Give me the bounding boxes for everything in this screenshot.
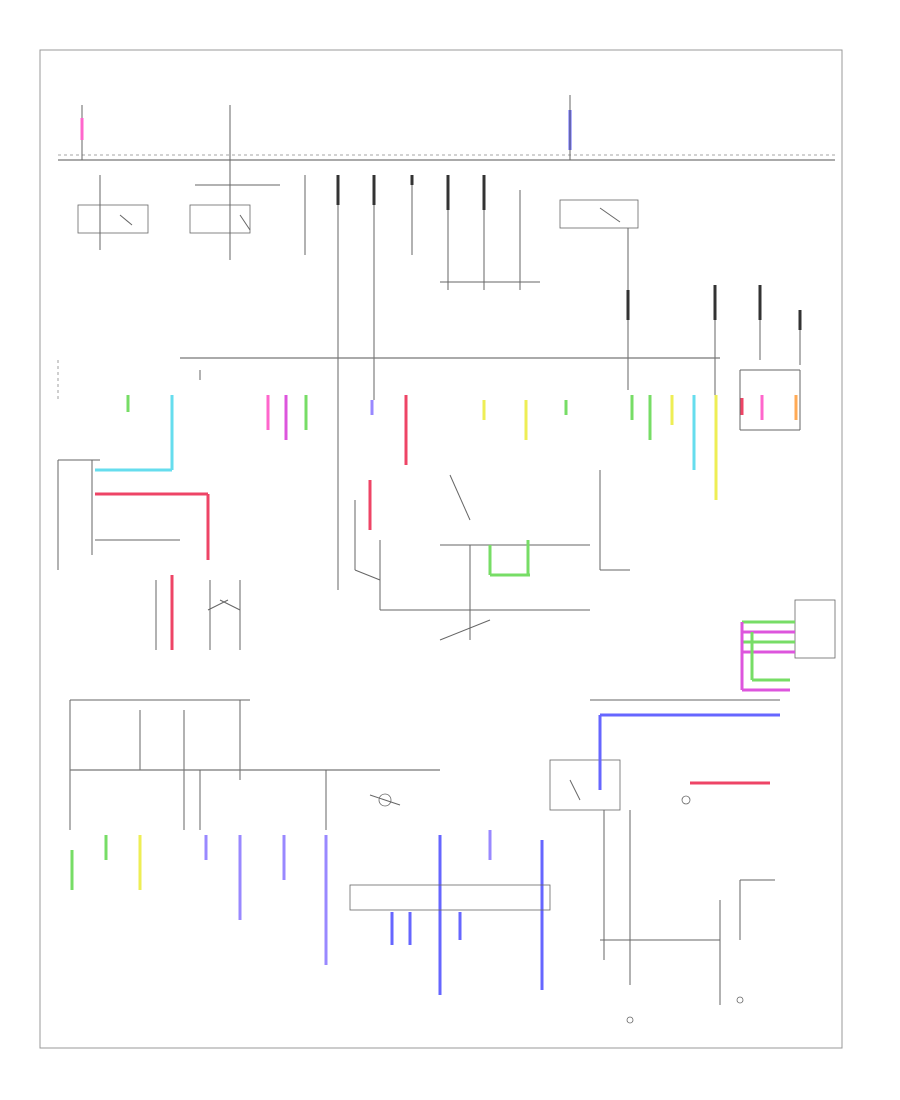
lower-color-wires [70,830,544,995]
left-switch-block [57,459,210,570]
right-connector-block [740,599,836,692]
diagram-border [39,49,843,1049]
middle-color-wires [126,395,798,500]
lower-left-bus [69,699,440,830]
fuse-drops [304,175,540,590]
right-fuses [626,285,802,431]
lower-left-connectors [155,575,241,650]
top-bus [58,154,835,161]
relay-top-right [559,199,639,390]
center-switches [354,470,630,641]
right-lower-switch [549,699,780,1024]
top-feeds [80,95,572,160]
middle-bus [57,357,720,400]
bottom-center-connector [349,793,551,911]
relay-top-left [77,175,149,250]
relay-top-mid [189,160,280,260]
